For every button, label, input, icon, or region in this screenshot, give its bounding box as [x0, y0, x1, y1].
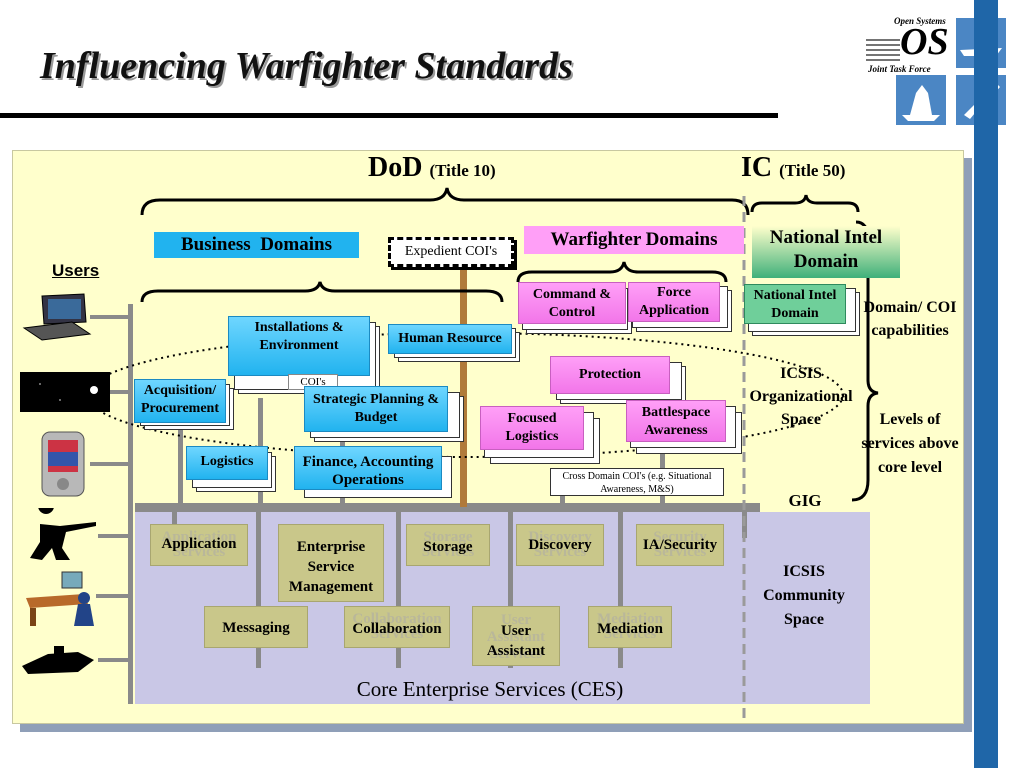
ces-drop [256, 508, 261, 668]
application-label: Application [161, 536, 237, 552]
acquisition-procurement-box: Acquisition/ Procurement [134, 379, 226, 423]
ic-subtitle: (Title 50) [779, 161, 846, 180]
icsis-organizational-space-text: ICSIS Organizational Space [749, 365, 853, 428]
business-brace [140, 281, 504, 303]
messaging-box: Messaging [204, 606, 308, 648]
ces-drop [172, 508, 177, 538]
force-application-box: Force Application [628, 282, 720, 322]
dod-subtitle: (Title 10) [429, 161, 496, 180]
user-connector [96, 594, 132, 598]
discovery-services-ghost-text: Discovery Services [528, 529, 592, 560]
jtf-logo: Open Systems OS Joint Task Force [864, 16, 954, 76]
enterprise-service-management-box: Enterprise Service Management [278, 524, 384, 602]
coi-dotted-oval [86, 332, 844, 458]
cross-domain-coi-box: Cross Domain COI's (e.g. Situational Awa… [550, 468, 724, 496]
carrier-photo-tile [896, 75, 946, 125]
storage-services-ghost-text: Storage Services [421, 529, 475, 560]
security-services-ghost-text: Security Services [653, 529, 707, 560]
logo-mark: OS [900, 21, 949, 63]
focused-logistics-box: Focused Logistics [480, 406, 584, 450]
security-services-box: Security Services IA/Security [636, 524, 724, 566]
carrier-icon [902, 85, 940, 121]
logo-top-text: Open Systems [894, 16, 946, 26]
business-domains-label: Business Domains [154, 232, 359, 258]
desk-user-icon [24, 568, 96, 635]
right-accent-bar [974, 0, 998, 768]
installations-environment-text: Installations & Environment [254, 320, 344, 353]
pda-user-icon [38, 430, 88, 503]
levels-of-services-text: Levels of services above core level [861, 411, 959, 476]
user-connector [98, 534, 132, 538]
users-label: Users [52, 261, 100, 280]
gig-bar [135, 503, 760, 512]
warfighter-domains-label: Warfighter Domains [524, 226, 744, 254]
ces-drop [618, 508, 623, 668]
ces-drop [396, 508, 401, 668]
discovery-label: Discovery [528, 537, 592, 553]
storage-label: Storage [423, 539, 473, 555]
storage-services-box: Storage Services Storage [406, 524, 490, 566]
gig-label: GIG [788, 491, 822, 510]
user-connector [108, 390, 132, 394]
mediation-label: Mediation [597, 621, 663, 637]
ces-label: Core Enterprise Services (CES) [356, 677, 624, 701]
national-intel-domain-box: National Intel Domain [744, 284, 846, 324]
dod-header: DoD (Title 10) [368, 152, 496, 184]
domain-coi-capabilities-text: Domain/ COI capabilities [863, 299, 957, 339]
application-services-box: Application Services Application [150, 524, 248, 566]
ic-label: IC [741, 152, 773, 183]
user-assistant-services-ghost-text: User Assistant Services [486, 612, 546, 662]
command-control-box: Command & Control [518, 282, 626, 324]
expedient-coi-label: Expedient COI's [388, 237, 514, 267]
user-connector [98, 658, 132, 662]
collaboration-label: Collaboration [352, 621, 442, 637]
logistics-box: Logistics [186, 446, 268, 480]
soldier-user-icon [26, 498, 98, 565]
installations-environment-box: Installations & Environment [228, 316, 370, 376]
strategic-planning-budget-box: Strategic Planning & Budget [304, 386, 448, 432]
user-connector [90, 315, 132, 319]
title-divider [0, 113, 778, 118]
business-drop [178, 428, 183, 504]
human-resource-box: Human Resource [388, 324, 512, 354]
center-backbone [460, 262, 467, 507]
user-assistant-services-box: User Assistant Services User Assistant [472, 606, 560, 666]
display-user-icon [20, 372, 110, 412]
icsis-community-space-text: ICSIS Community Space [763, 563, 845, 628]
user-connector [90, 462, 132, 466]
messaging-label: Messaging [222, 620, 290, 636]
laptop-user-icon [22, 292, 92, 347]
collaboration-services-ghost-text: Collaboration Services [352, 611, 442, 642]
mediation-services-box: Mediation Services Mediation [588, 606, 672, 648]
page-title: Influencing Warfighter Standards [40, 45, 573, 87]
collaboration-services-box: Collaboration Services Collaboration [344, 606, 450, 648]
finance-accounting-box: Finance, Accounting Operations [294, 446, 442, 490]
discovery-services-box: Discovery Services Discovery [516, 524, 604, 566]
logo-bottom-text: Joint Task Force [868, 64, 931, 74]
ic-header: IC (Title 50) [741, 152, 845, 184]
user-assistant-label: User Assistant [486, 623, 546, 659]
vessel-user-icon [18, 640, 98, 685]
warfighter-brace [516, 261, 728, 283]
users-backbone [128, 304, 133, 704]
dod-brace [140, 187, 750, 216]
ia-security-label: IA/Security [642, 537, 718, 553]
application-services-ghost-text: Application Services [161, 529, 237, 560]
protection-box: Protection [550, 356, 670, 394]
national-intel-domain-label: National Intel Domain [752, 226, 900, 278]
enterprise-service-management-label: Enterprise Service Management [288, 539, 374, 595]
logo-stripes-icon [866, 39, 900, 61]
ic-brace [750, 194, 860, 213]
ces-drop [508, 508, 513, 668]
battlespace-awareness-box: Battlespace Awareness [626, 400, 726, 442]
mediation-services-ghost-text: Mediation Services [597, 611, 663, 642]
dod-label: DoD [368, 152, 423, 183]
